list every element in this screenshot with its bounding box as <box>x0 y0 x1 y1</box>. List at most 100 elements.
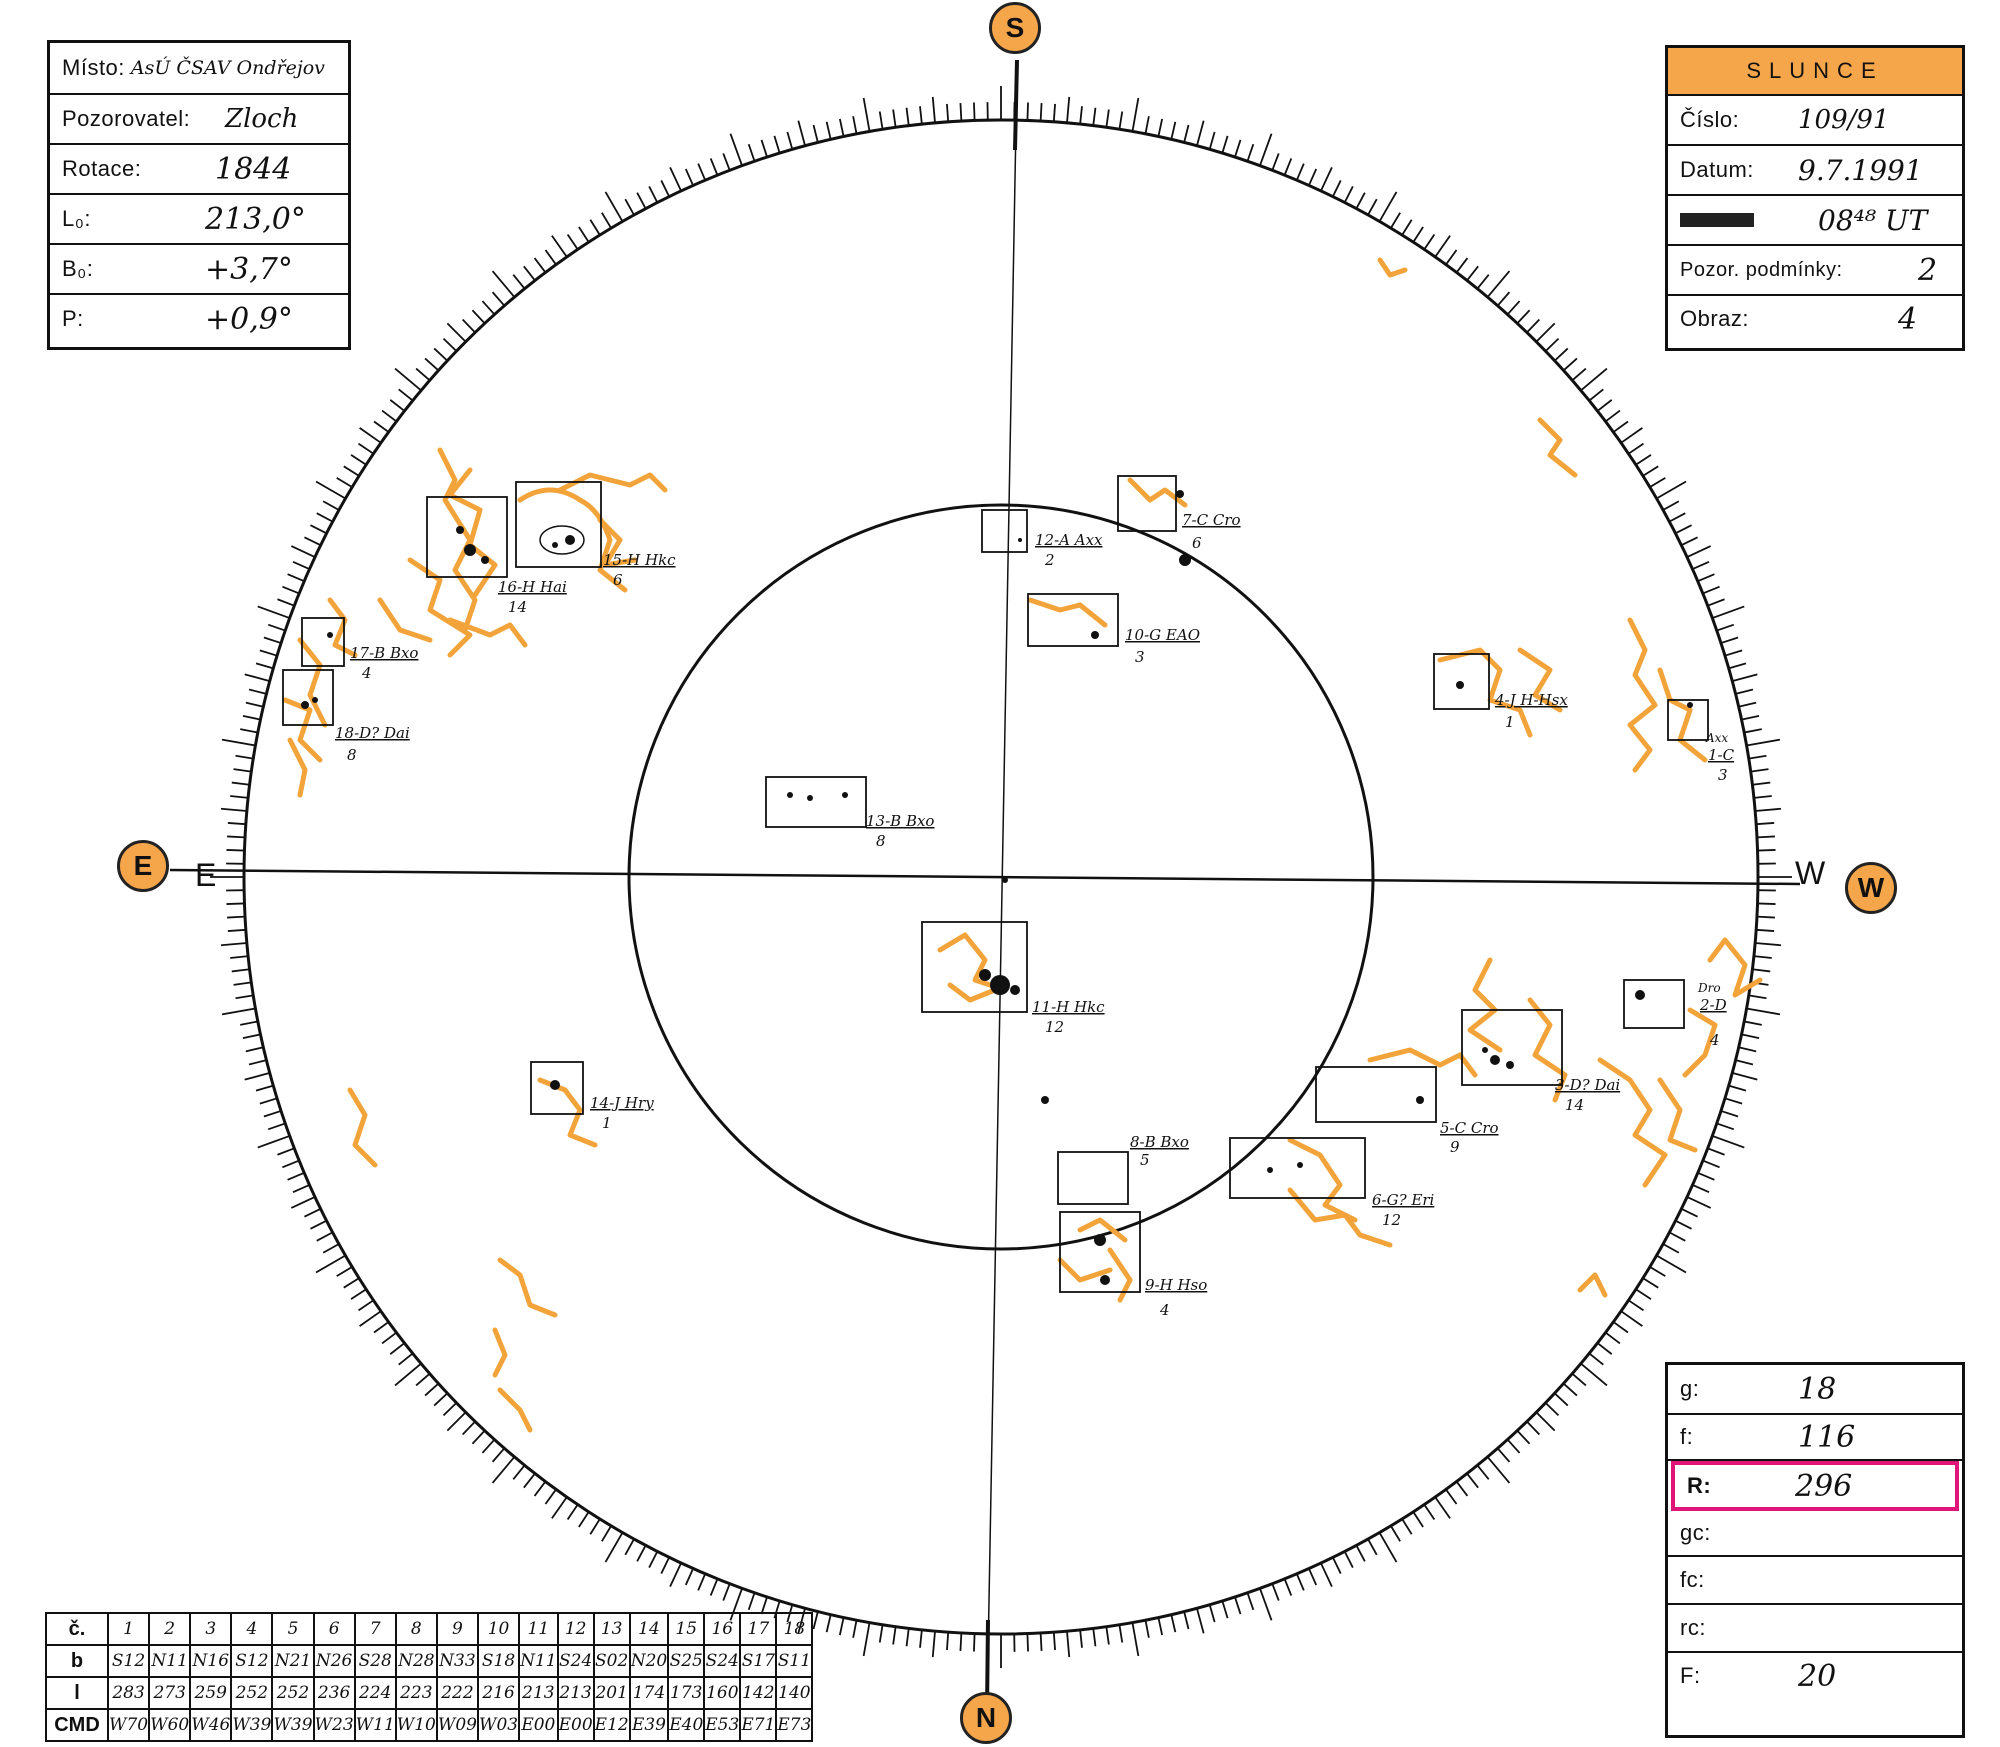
table-cell: 1 <box>106 1612 151 1646</box>
table-row-header: CMD <box>45 1708 109 1742</box>
degree-tick <box>1580 367 1608 392</box>
rotace-row: Rotace: 1844 <box>50 145 348 195</box>
degree-tick <box>660 1556 670 1574</box>
degree-tick <box>862 1622 871 1657</box>
facula <box>297 637 328 728</box>
degree-tick <box>231 781 250 786</box>
group-box <box>1623 979 1685 1029</box>
pozorovatel-row: Pozorovatel: Zloch <box>50 95 348 145</box>
degree-tick <box>263 1110 282 1118</box>
degree-tick <box>578 1511 590 1528</box>
degree-tick <box>1756 928 1775 932</box>
table-cell: 9 <box>435 1612 479 1646</box>
degree-tick <box>1757 849 1776 852</box>
degree-tick <box>1702 585 1720 595</box>
solar-limb <box>242 118 1760 1636</box>
group-label: 11-H Hkc <box>1032 998 1105 1016</box>
degree-tick <box>551 235 568 258</box>
degree-tick <box>1731 1072 1758 1081</box>
degree-tick <box>277 1147 295 1156</box>
degree-tick <box>1026 102 1029 121</box>
facula <box>1057 1257 1113 1283</box>
degree-tick <box>277 598 295 607</box>
degree-tick <box>381 1331 397 1345</box>
podminky-value: 2 <box>1918 252 1938 288</box>
degree-tick <box>1208 131 1216 150</box>
degree-tick <box>292 1184 310 1194</box>
degree-tick <box>1605 1331 1621 1345</box>
rotace-value: 1844 <box>215 151 292 187</box>
degree-tick <box>1731 673 1758 682</box>
degree-tick <box>248 1059 267 1066</box>
degree-tick <box>709 1578 719 1596</box>
degree-tick <box>227 835 246 839</box>
table-cell: W46 <box>189 1708 233 1742</box>
degree-tick <box>1052 1632 1056 1651</box>
group-extra-label: Dro <box>1697 981 1721 995</box>
degree-tick <box>1702 1159 1720 1169</box>
degree-tick <box>624 1538 635 1556</box>
degree-tick <box>235 754 254 760</box>
degree-tick <box>1692 560 1710 570</box>
group-spot-count: 14 <box>508 598 527 616</box>
degree-tick <box>604 1532 624 1563</box>
group-spot-count: 2 <box>1044 551 1055 569</box>
group-spot-count: 14 <box>1565 1096 1584 1114</box>
table-cell: 224 <box>353 1676 397 1710</box>
degree-tick <box>227 915 246 919</box>
degree-tick <box>350 1288 367 1300</box>
degree-tick <box>1378 1532 1398 1563</box>
table-cell: W39 <box>271 1708 315 1742</box>
degree-tick <box>1562 357 1578 372</box>
degree-tick <box>812 124 819 143</box>
group-box <box>1027 593 1119 647</box>
degree-tick <box>852 116 858 135</box>
cas-row: 08⁴⁸ UT <box>1668 196 1962 246</box>
degree-tick <box>1131 97 1140 132</box>
degree-tick <box>1105 1626 1110 1645</box>
g-row: g: 18 <box>1668 1365 1962 1415</box>
facula <box>1517 647 1563 713</box>
table-cell: E00 <box>556 1708 595 1742</box>
degree-tick <box>1735 1059 1754 1066</box>
l0-label: L₀: <box>62 206 91 231</box>
east-marker: E <box>117 840 169 892</box>
degree-tick-ring <box>210 86 1792 1668</box>
degree-tick <box>566 233 579 250</box>
degree-tick <box>589 219 601 236</box>
degree-tick <box>491 291 506 307</box>
degree-tick <box>1686 1196 1712 1209</box>
group-label: 16-H Hai <box>498 578 567 596</box>
degree-tick <box>287 1171 305 1181</box>
table-cell: S12 <box>230 1644 274 1678</box>
degree-tick <box>359 1310 382 1327</box>
degree-tick <box>1753 795 1772 799</box>
axis-ew <box>169 868 1801 886</box>
degree-tick <box>773 135 781 154</box>
degree-tick <box>1295 163 1305 181</box>
facula <box>1627 617 1658 773</box>
group-spot-count: 5 <box>1140 1151 1150 1169</box>
degree-tick <box>1526 318 1541 334</box>
degree-tick <box>1642 1277 1659 1289</box>
degree-tick <box>1423 1504 1436 1521</box>
degree-tick <box>255 1084 274 1092</box>
degree-tick <box>1756 915 1775 919</box>
f-row: f: 116 <box>1668 1415 1962 1461</box>
south-letter: S <box>1005 12 1025 43</box>
degree-tick <box>512 1464 526 1480</box>
degree-tick <box>227 822 246 826</box>
wolf-number-box: g: 18 f: 116 R: 296 gc: fc: rc: F: 20 <box>1665 1362 1965 1738</box>
degree-tick <box>1656 480 1687 500</box>
degree-tick <box>446 322 467 343</box>
degree-tick <box>1026 1633 1029 1652</box>
table-cell: N20 <box>628 1644 670 1678</box>
table-cell: 223 <box>394 1676 438 1710</box>
misto-row: Místo: AsÚ ČSAV Ondřejov <box>50 43 348 95</box>
degree-tick <box>551 1496 568 1519</box>
degree-tick <box>1131 1622 1140 1657</box>
degree-tick <box>263 636 282 644</box>
